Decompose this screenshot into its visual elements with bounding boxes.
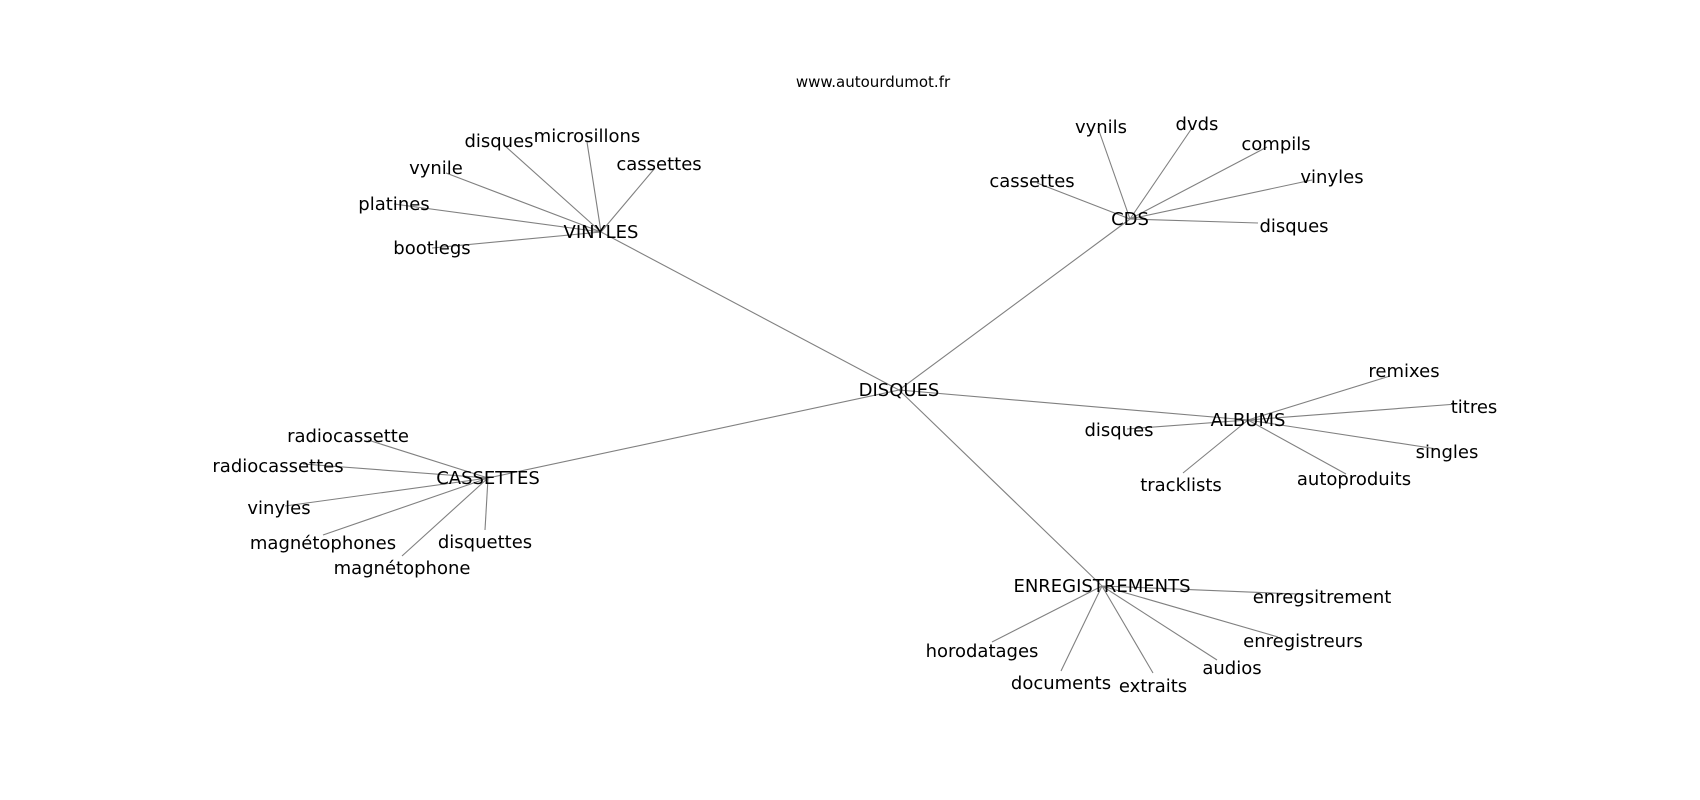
edge-cassettes-k-magnetophone [401,477,489,557]
hub-node-enregistrements: ENREGISTREMENTS [1013,576,1190,597]
edge-albums-a-singles [1247,419,1438,450]
leaf-node-k-magnetophones: magnétophones [250,533,396,554]
leaf-node-k-vinyles: vinyles [247,498,310,519]
edge-cassettes-k-radiocassette [367,439,489,479]
leaf-node-c-compils: compils [1241,134,1310,155]
leaf-node-v-disques: disques [464,131,533,152]
edge-vinyles-v-platines [393,203,602,233]
edge-cds-c-compils [1129,146,1268,220]
leaf-node-a-tracklists: tracklists [1140,475,1222,496]
hub-node-cds: CDS [1111,209,1149,230]
edge-cds-c-vynils [1097,127,1131,220]
edge-enregistrements-e-documents [1060,585,1103,672]
leaf-node-e-audios: audios [1202,658,1261,679]
edge-albums-a-autoproduits [1247,419,1347,475]
edge-albums-a-titres [1247,403,1458,421]
edge-albums-a-tracklists [1182,419,1249,474]
label-layer: DISQUES VINYLES CDS ALBUMS CASSETTES ENREGIST… [212,114,1498,697]
edge-vinyles-v-bootlegs [431,231,602,249]
edge-cds-c-vinyles [1129,179,1313,220]
leaf-node-k-magnetophone: magnétophone [334,558,471,579]
leaf-node-c-dvds: dvds [1176,114,1219,135]
edge-cds-c-cassettes [1036,182,1131,220]
leaf-node-v-microsillons: microsillons [534,126,641,147]
edge-cassettes-k-vinyles [284,477,489,507]
edge-disques-albums [898,389,1249,421]
leaf-node-a-disques: disques [1084,420,1153,441]
edge-layer [284,127,1458,674]
edge-disques-enregistrements [898,389,1103,587]
leaf-node-a-remixes: remixes [1368,361,1439,382]
leaf-node-c-disques: disques [1259,216,1328,237]
leaf-node-c-vynils: vynils [1075,117,1127,138]
hub-node-vinyles: VINYLES [564,222,639,243]
edge-vinyles-v-disques [503,144,602,233]
edge-cds-c-disques [1129,218,1259,224]
leaf-node-e-horodatages: horodatages [926,641,1039,662]
edge-enregistrements-e-audios [1101,585,1218,661]
leaf-node-v-bootlegs: bootlegs [393,238,470,259]
leaf-node-e-enregistreurs: enregistreurs [1243,631,1363,652]
leaf-node-a-titres: titres [1451,397,1498,418]
hub-node-cassettes: CASSETTES [436,468,540,489]
edge-cds-c-dvds [1129,127,1193,220]
edge-enregistrements-e-horodatages [991,585,1103,643]
leaf-node-e-extraits: extraits [1119,676,1187,697]
edge-vinyles-v-microsillons [586,141,602,233]
leaf-node-v-vynile: vynile [409,158,463,179]
edge-enregistrements-e-enregistreurs [1101,585,1279,638]
edge-vinyles-v-vynile [445,172,602,233]
edge-disques-cds [898,218,1131,391]
edge-disques-vinyles [600,231,900,391]
leaf-node-e-documents: documents [1011,673,1111,694]
leaf-node-e-enregsitrement: enregsitrement [1253,587,1392,608]
graph-plot-area: DISQUES VINYLES CDS ALBUMS CASSETTES ENREGIST… [212,114,1498,697]
edge-enregistrements-e-extraits [1101,585,1154,674]
edge-enregistrements-e-enregsitrement [1101,585,1298,595]
edge-cassettes-k-disquettes [484,477,489,531]
edge-cassettes-k-magnetophones [322,477,489,536]
leaf-node-k-radiocassette: radiocassette [287,426,409,447]
edge-cassettes-k-radiocassettes [302,463,489,479]
hub-node-albums: ALBUMS [1211,410,1286,431]
leaf-node-a-autoproduits: autoproduits [1297,469,1411,490]
leaf-node-a-singles: singles [1416,442,1479,463]
edge-disques-cassettes [487,389,900,479]
leaf-node-c-vinyles: vinyles [1300,167,1363,188]
source-title: www.autourdumot.fr [796,73,951,91]
center-node-disques: DISQUES [859,380,940,401]
leaf-node-v-platines: platines [358,194,429,215]
edge-albums-a-remixes [1247,375,1391,421]
edge-vinyles-v-cassettes [600,167,656,233]
edge-albums-a-disques [1126,419,1249,430]
leaf-node-c-cassettes: cassettes [989,171,1074,192]
leaf-node-k-radiocassettes: radiocassettes [212,456,343,477]
leaf-node-v-cassettes: cassettes [616,154,701,175]
leaf-node-k-disquettes: disquettes [438,532,532,553]
